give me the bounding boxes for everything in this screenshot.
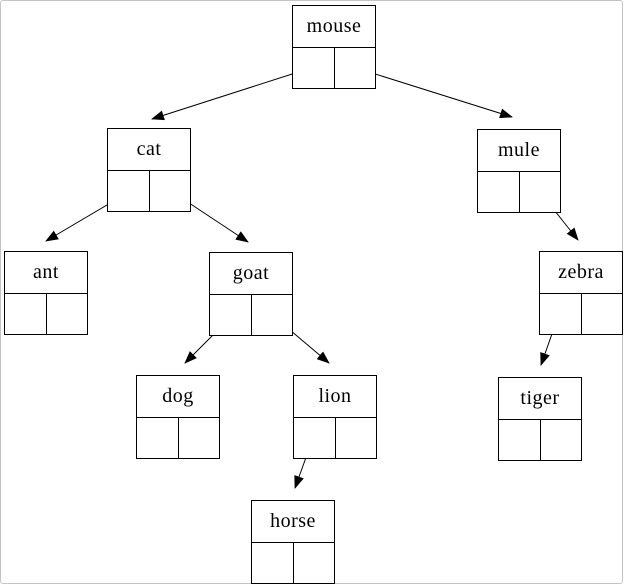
node-label: cat xyxy=(107,128,191,171)
tree-node-dog: dog xyxy=(136,375,220,459)
node-label: horse xyxy=(251,500,335,543)
node-label: mouse xyxy=(292,5,376,48)
pointer-cells xyxy=(136,418,220,459)
right-pointer-cell xyxy=(519,172,561,213)
right-pointer-cell xyxy=(251,295,293,336)
tree-node-tiger: tiger xyxy=(498,377,582,461)
pointer-cells xyxy=(477,172,561,213)
right-pointer-cell xyxy=(335,418,377,459)
edge-mouse-cat xyxy=(151,66,315,121)
right-pointer-cell xyxy=(46,294,88,335)
pointer-cells xyxy=(293,418,377,459)
node-label: ant xyxy=(4,251,88,294)
left-pointer-cell xyxy=(136,418,179,459)
pointer-cells xyxy=(292,48,376,89)
left-pointer-cell xyxy=(4,294,47,335)
tree-node-horse: horse xyxy=(251,500,335,584)
edge-mouse-mule xyxy=(352,66,513,119)
node-label: zebra xyxy=(539,251,623,294)
tree-node-mule: mule xyxy=(477,129,561,213)
node-label: goat xyxy=(209,252,293,295)
left-pointer-cell xyxy=(209,295,252,336)
pointer-cells xyxy=(539,294,623,335)
left-pointer-cell xyxy=(498,420,541,461)
node-label: lion xyxy=(293,375,377,418)
pointer-cells xyxy=(251,543,335,584)
right-pointer-cell xyxy=(581,294,623,335)
tree-node-ant: ant xyxy=(4,251,88,335)
node-label: tiger xyxy=(498,377,582,420)
right-pointer-cell xyxy=(334,48,376,89)
pointer-cells xyxy=(209,295,293,336)
left-pointer-cell xyxy=(539,294,582,335)
right-pointer-cell xyxy=(540,420,582,461)
left-pointer-cell xyxy=(107,171,150,212)
right-pointer-cell xyxy=(149,171,191,212)
tree-node-goat: goat xyxy=(209,252,293,336)
tree-node-lion: lion xyxy=(293,375,377,459)
node-label: mule xyxy=(477,129,561,172)
tree-node-mouse: mouse xyxy=(292,5,376,89)
left-pointer-cell xyxy=(292,48,335,89)
tree-node-cat: cat xyxy=(107,128,191,212)
pointer-cells xyxy=(4,294,88,335)
left-pointer-cell xyxy=(251,543,294,584)
pointer-cells xyxy=(498,420,582,461)
right-pointer-cell xyxy=(178,418,220,459)
tree-node-zebra: zebra xyxy=(539,251,623,335)
node-label: dog xyxy=(136,375,220,418)
right-pointer-cell xyxy=(293,543,335,584)
left-pointer-cell xyxy=(293,418,336,459)
pointer-cells xyxy=(107,171,191,212)
left-pointer-cell xyxy=(477,172,520,213)
